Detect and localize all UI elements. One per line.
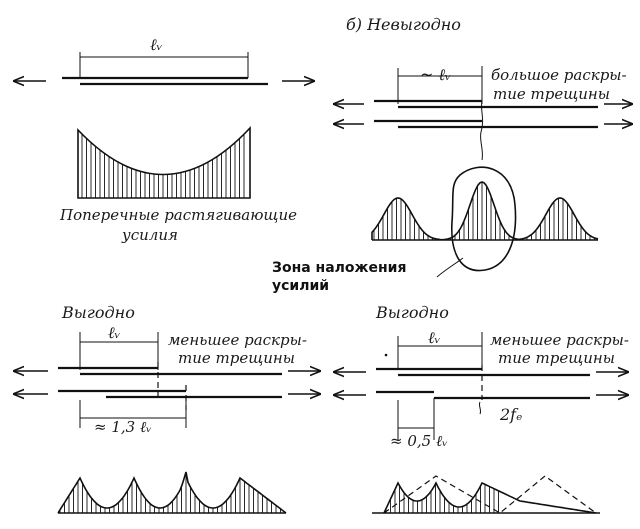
dimension-label: ~ ℓᵥ xyxy=(420,65,451,84)
offset-label: ≈ 0,5 ℓᵥ xyxy=(390,432,448,450)
force-diagram-solid xyxy=(383,481,597,514)
caption-line1: Поперечные растягивающие xyxy=(59,206,297,224)
crack-note-line2: тие трещины xyxy=(498,349,615,367)
caption-line2: усилия xyxy=(121,226,178,244)
panel-a: ℓᵥ Поперечные растягивающие усилия xyxy=(14,35,314,244)
panel-header: Выгодно xyxy=(375,303,449,322)
dimension-label: ℓᵥ xyxy=(150,35,163,54)
panel-d: Выгодно ℓᵥ меньшее раскры- тие трещины ≈… xyxy=(334,303,629,514)
crack-line xyxy=(480,99,484,161)
dimension-label: ℓᵥ xyxy=(428,328,441,347)
fe-label: 2fₑ xyxy=(499,405,522,424)
crack-tail xyxy=(478,401,482,415)
overlap-zone-outline xyxy=(451,166,517,272)
crack-note-line2: тие трещины xyxy=(178,349,295,367)
diagram-hatching xyxy=(81,134,245,198)
diagram-hatching xyxy=(373,182,595,240)
panel-header: б) Невыгодно xyxy=(346,15,461,34)
panel-header: Выгодно xyxy=(61,303,135,322)
overlap-pointer xyxy=(436,257,464,278)
overlap-note-line2: усилий xyxy=(272,278,329,294)
force-diagram-dashed xyxy=(383,475,597,514)
crack-note-line1: большое раскры- xyxy=(491,66,627,84)
panel-b: б) Невыгодно ~ ℓᵥ большое раскры- тие тр… xyxy=(272,15,632,294)
transverse-tension-diagram xyxy=(77,125,251,199)
crack-note-line1: меньшее раскры- xyxy=(490,331,629,349)
offset-label: ≈ 1,3 ℓᵥ xyxy=(94,418,152,436)
overlap-note-line1: Зона наложения xyxy=(272,260,406,276)
crack-note-line2: тие трещины xyxy=(493,85,610,103)
diagram-hatching xyxy=(385,483,499,513)
force-diagram-staggered xyxy=(57,471,287,514)
force-diagram-overlap xyxy=(371,181,599,241)
panel-c: Выгодно ℓᵥ меньшее раскры- тие трещины ≈… xyxy=(14,303,320,514)
crack-note-line1: меньшее раскры- xyxy=(168,331,307,349)
dot-mark xyxy=(384,353,388,357)
diagram-hatching xyxy=(59,472,281,513)
dimension-label: ℓᵥ xyxy=(108,323,121,342)
